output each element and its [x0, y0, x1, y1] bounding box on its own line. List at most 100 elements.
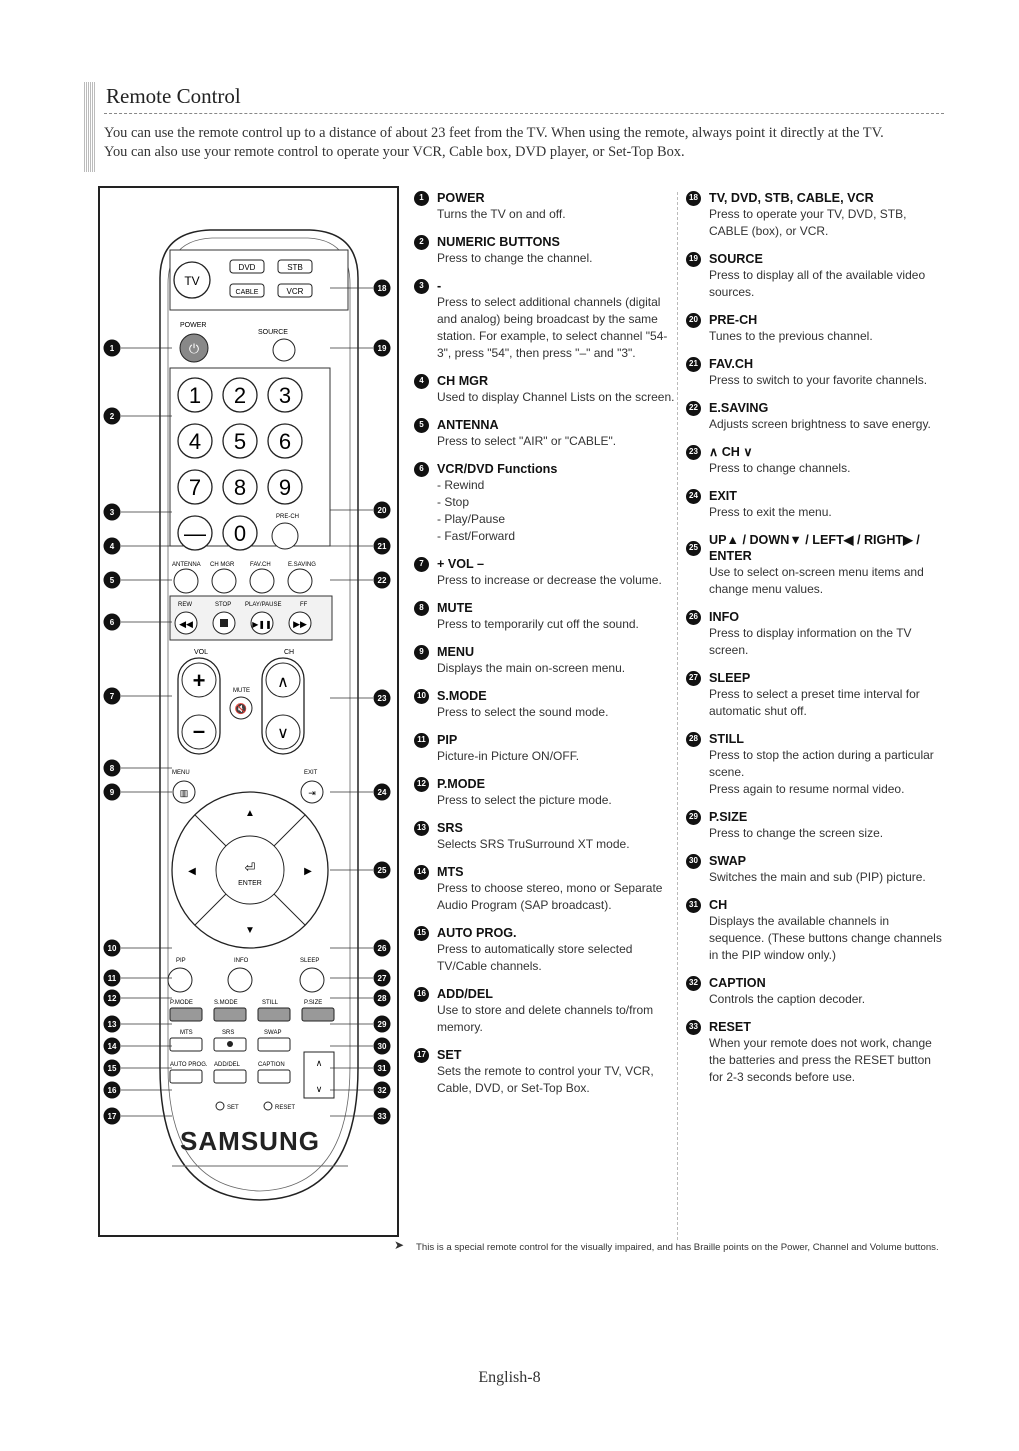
entry-description: Press to switch to your favorite channel…	[709, 373, 928, 387]
entry-number-badge: 26	[686, 609, 701, 625]
entry-description: Press to temporarily cut off the sound.	[437, 617, 639, 631]
exit-button	[300, 780, 324, 804]
set-label: SET	[227, 1105, 239, 1111]
digit-label: 4	[189, 429, 201, 454]
entry-number-badge: 17	[414, 1047, 429, 1063]
entry-description: Controls the caption decoder.	[709, 992, 866, 1006]
callout-number: 17	[108, 1112, 117, 1121]
menu-label: MENU	[172, 770, 190, 776]
entry-description: Press to change the screen size.	[709, 826, 884, 840]
tv-label: TV	[184, 274, 199, 288]
source-button	[272, 338, 296, 362]
entry-title: SOURCE	[709, 252, 763, 266]
entry-description: Use to select on-screen menu items and c…	[709, 565, 924, 596]
menu-button	[172, 780, 196, 804]
entry-description: Press to change channels.	[709, 461, 851, 475]
entry-description: Turns the TV on and off.	[437, 207, 566, 221]
play-pause-button	[250, 611, 274, 635]
callout-marker	[373, 989, 391, 1007]
caption-label: CAPTION	[258, 1062, 285, 1068]
p-size-button	[301, 1007, 335, 1022]
digit-label: 3	[279, 383, 291, 408]
callout-number: 28	[378, 994, 387, 1003]
volume-up-button	[181, 662, 217, 698]
callout-marker	[373, 939, 391, 957]
dvd-button	[229, 259, 265, 274]
entry-number-badge: 20	[686, 312, 701, 328]
entry-description: Sets the remote to control your TV, VCR,…	[437, 1064, 654, 1095]
add-del-label: ADD/DEL	[214, 1062, 241, 1068]
digit-button	[177, 469, 213, 505]
entry-title: CH MGR	[437, 374, 489, 388]
page-title: Remote Control	[106, 84, 241, 108]
callout-number: 10	[108, 944, 117, 953]
e-saving-label: E.SAVING	[288, 562, 316, 568]
power-label: POWER	[180, 322, 206, 329]
p-size-label: P.SIZE	[304, 1000, 322, 1006]
digit-label: 8	[234, 475, 246, 500]
arrow-left-icon: ◀	[188, 866, 196, 877]
entry-number-badge: 25	[686, 540, 701, 556]
add-del-button	[213, 1069, 247, 1084]
mute-button	[229, 696, 253, 720]
entry-title: STILL	[709, 732, 744, 746]
digit-label: 1	[189, 383, 201, 408]
entry-title: VCR/DVD Functions	[437, 462, 558, 476]
entry-description: Press to operate your TV, DVD, STB, CABL…	[709, 207, 907, 238]
entry-description: Press to select a preset time interval f…	[709, 687, 920, 718]
vol-label: VOL	[194, 649, 208, 656]
vcr-button	[277, 283, 313, 298]
srs-label: SRS	[222, 1030, 234, 1036]
entry-description: Tunes to the previous channel.	[709, 329, 873, 343]
digit-label: 5	[234, 429, 246, 454]
digit-button	[222, 377, 258, 413]
callout-number: 8	[110, 764, 115, 773]
digit-label: 6	[279, 429, 291, 454]
p-mode-label: P.MODE	[170, 1000, 193, 1006]
callout-number: 7	[110, 692, 115, 701]
ff-label: FF	[300, 602, 308, 608]
info-label: INFO	[234, 958, 249, 964]
dvd-label: DVD	[239, 263, 256, 272]
callout-markers: 1234567891011121314151617181920212223242…	[103, 279, 391, 1125]
stb-label: STB	[287, 263, 303, 272]
channel-down-button	[265, 714, 301, 750]
callout-marker	[373, 1107, 391, 1125]
arrow-right-icon: ▶	[304, 866, 312, 877]
enter-icon: ⏎	[245, 860, 256, 875]
callout-marker	[103, 613, 121, 631]
entry-title: SRS	[437, 821, 463, 835]
digit-button	[222, 515, 258, 551]
entry-title: SWAP	[709, 854, 747, 868]
ch-label: CH	[284, 649, 294, 656]
pre-ch-label: PRE-CH	[276, 514, 299, 520]
auto-prog-label: AUTO PROG.	[170, 1062, 208, 1068]
column-divider	[677, 192, 678, 1240]
swap-button	[257, 1037, 291, 1052]
entry-description: Used to display Channel Lists on the scr…	[437, 390, 675, 404]
entry-number-badge: 8	[414, 600, 429, 616]
enter-button	[215, 835, 285, 905]
mts-label: MTS	[180, 1030, 193, 1036]
entry-title: NUMERIC BUTTONS	[437, 235, 560, 249]
entry-description: Displays the main on-screen menu.	[437, 661, 626, 675]
callout-number: 22	[378, 576, 387, 585]
callout-number: 25	[378, 866, 387, 875]
callout-marker	[103, 783, 121, 801]
